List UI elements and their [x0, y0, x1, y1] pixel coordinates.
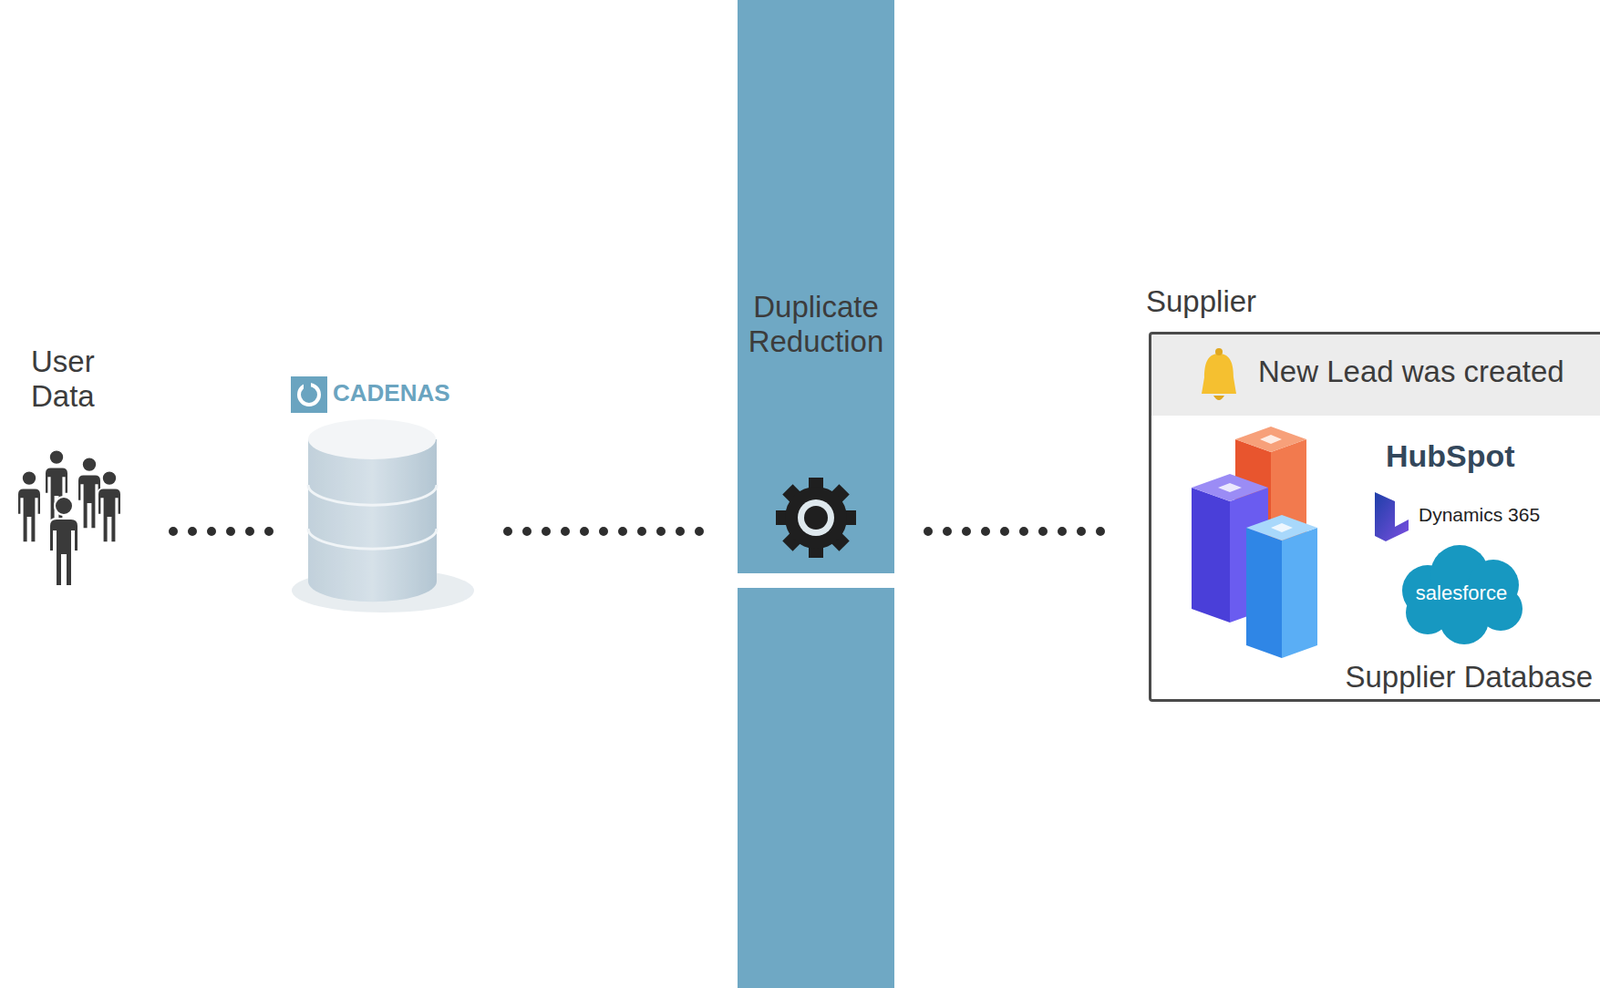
header-bar: [1149, 333, 1600, 416]
logo-text: salesforce: [1405, 581, 1518, 605]
dotted-connector: [928, 526, 1117, 537]
node-text: Supplier: [1145, 284, 1384, 320]
user-group: User Data: [11, 344, 126, 602]
node-text: Supplier Database: [1282, 660, 1593, 695]
logo-text: HubSpot: [1385, 438, 1541, 475]
bell-icon: [1201, 348, 1237, 401]
node-text: User Data: [30, 344, 126, 414]
band-upper: [737, 0, 895, 574]
gear-icon: [775, 477, 857, 558]
node-text: CADENAS: [332, 380, 455, 408]
database: CADENAS: [290, 373, 455, 602]
people-icon: [17, 450, 122, 587]
server-icons: [1191, 426, 1318, 659]
node-text: Duplicate Reduction: [737, 289, 895, 360]
database-cylinder: [291, 419, 475, 613]
cadenas-logo-mark: [290, 376, 328, 413]
node-text: New Lead was created: [1258, 354, 1596, 390]
logo-text: Dynamics 365: [1418, 504, 1565, 527]
dotted-connector: [507, 526, 702, 537]
salesforce-cloud: [1402, 545, 1523, 645]
dynamics-logo-mark: [1374, 492, 1409, 542]
process-band: Duplicate Reduction: [737, 0, 895, 574]
dotted-connector: [173, 526, 288, 537]
band-lower: [737, 588, 895, 988]
supplier-panel: SupplierNew Lead was createdSupplier Dat…: [1145, 284, 1600, 704]
